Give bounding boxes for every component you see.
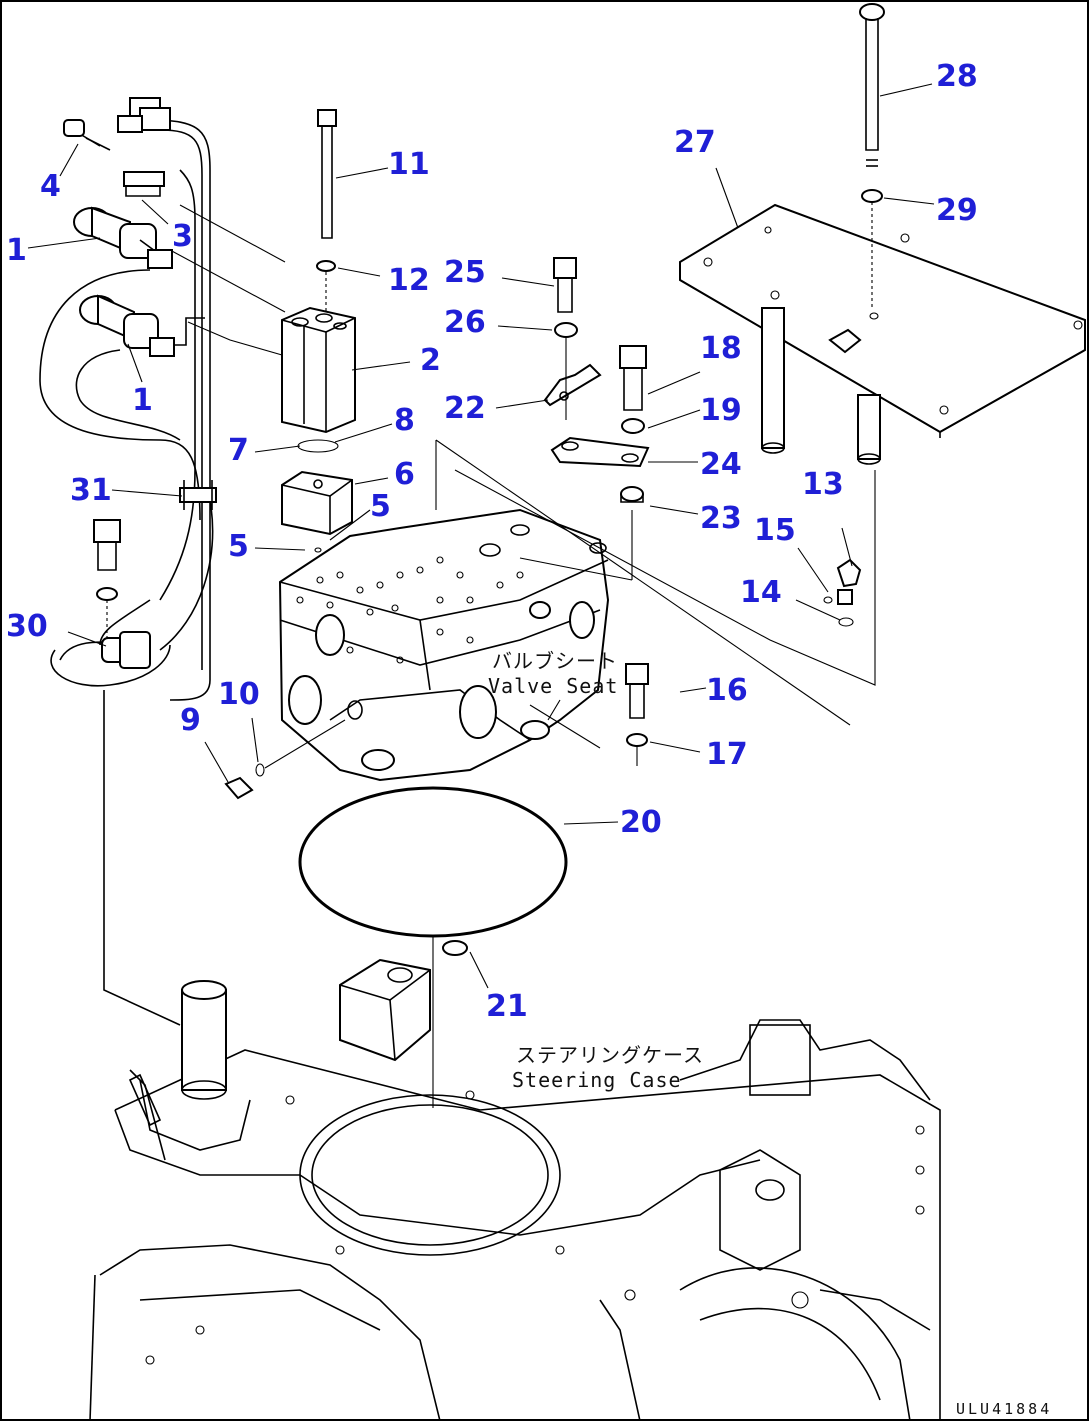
callout-11: 11: [388, 147, 430, 182]
callout-23: 23: [700, 501, 742, 536]
case-boss: [339, 958, 431, 1062]
callout-5-right: 5: [370, 489, 391, 524]
bolt-11: [316, 109, 337, 312]
valve-body-2: [169, 204, 356, 434]
connectors-top: [63, 97, 171, 197]
steering-case-en: Steering Case: [512, 1068, 682, 1092]
callout-6: 6: [394, 457, 415, 492]
callout-13: 13: [802, 467, 844, 502]
bolt-28: [859, 3, 885, 320]
plate-24: [550, 436, 650, 468]
assembly-outline: [435, 439, 851, 726]
callout-14: 14: [740, 575, 782, 610]
callout-22: 22: [444, 391, 486, 426]
callout-28: 28: [936, 59, 978, 94]
callout-17: 17: [706, 737, 748, 772]
callout-29: 29: [936, 193, 978, 228]
solenoid-valve-upper: [73, 206, 173, 269]
bracket-22: [543, 338, 602, 420]
spacer-6: [281, 439, 353, 559]
leader-lines: [27, 83, 935, 989]
callout-15: 15: [754, 513, 796, 548]
bolt-16-washer-17: [625, 663, 649, 766]
callout-10: 10: [218, 677, 260, 712]
callout-31: 31: [70, 473, 112, 508]
bolt-18-washer-19: [619, 345, 647, 434]
sensor-pipe: [128, 980, 227, 1127]
callout-21: 21: [486, 989, 528, 1024]
callout-18: 18: [700, 331, 742, 366]
callout-12: 12: [388, 263, 430, 298]
callout-3: 3: [172, 219, 193, 254]
steering-case-jp: ステアリングケース: [516, 1043, 704, 1067]
callout-1-upper: 1: [6, 233, 27, 268]
plug-9: [224, 719, 346, 800]
callout-30: 30: [6, 609, 48, 644]
wiring-harness: [39, 119, 217, 1026]
fitting-13: [823, 558, 862, 627]
callout-19: 19: [700, 393, 742, 428]
callout-9: 9: [180, 703, 201, 738]
bolt-30: [93, 519, 121, 640]
o-ring-20: [298, 786, 568, 938]
callout-4: 4: [40, 169, 61, 204]
callout-24: 24: [700, 447, 742, 482]
callout-25: 25: [444, 255, 486, 290]
callout-7: 7: [228, 433, 249, 468]
drawing-code: ULU41884: [956, 1400, 1052, 1418]
bolt-25-washer-26: [553, 257, 578, 338]
callout-16: 16: [706, 673, 748, 708]
o-ring-21: [442, 940, 468, 956]
cover-27: [679, 203, 1086, 465]
callout-5-left: 5: [228, 529, 249, 564]
callout-2: 2: [420, 343, 441, 378]
callout-20: 20: [620, 805, 662, 840]
valve-seat-en: Valve Seat: [488, 674, 618, 698]
callout-1-lower: 1: [132, 383, 153, 418]
solenoid-valve-lower: [79, 294, 205, 357]
valve-seat-jp: バルブシート: [492, 649, 618, 673]
main-valve-body: [278, 508, 610, 782]
collar-23: [519, 486, 644, 581]
callout-27: 27: [674, 125, 716, 160]
callout-8: 8: [394, 403, 415, 438]
callout-26: 26: [444, 305, 486, 340]
steering-case: [89, 1019, 941, 1421]
